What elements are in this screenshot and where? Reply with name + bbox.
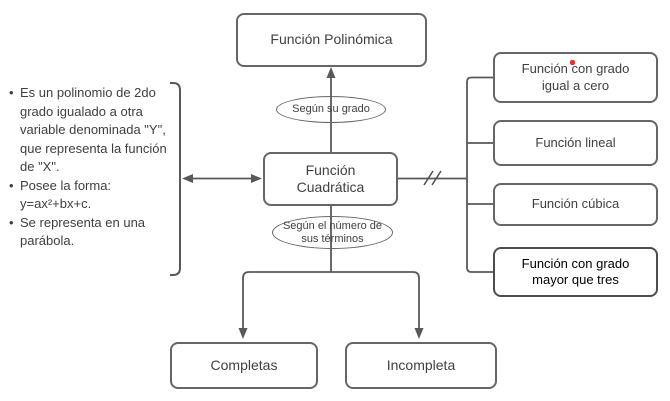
node-grado-mayor-tres[interactable]: Función con grado mayor que tres bbox=[493, 247, 658, 297]
edge-label-text: Según el número de sus términos bbox=[282, 219, 383, 245]
node-label: Función cúbica bbox=[531, 196, 620, 212]
edge-label-segun-su-grado[interactable]: Según su grado bbox=[276, 96, 386, 123]
node-completas[interactable]: Completas bbox=[170, 342, 318, 389]
node-label: Función con grado mayor que tres bbox=[521, 255, 630, 287]
red-cursor-marker-icon bbox=[570, 60, 575, 65]
arrowhead-up-icon bbox=[326, 67, 336, 78]
definition-notes-list: Es un polinomio de 2do grado igualado a … bbox=[8, 84, 172, 251]
note-item: Es un polinomio de 2do grado igualado a … bbox=[8, 84, 172, 177]
tree-trunk bbox=[466, 76, 493, 273]
node-funcion-cuadratica[interactable]: Función Cuadrática bbox=[263, 152, 398, 206]
break-marks-icon bbox=[423, 170, 442, 186]
note-item: Posee la forma: y=ax²+bx+c. bbox=[8, 177, 172, 214]
node-label: Función Polinómica bbox=[270, 31, 393, 48]
arrowhead-down-completas-icon bbox=[238, 328, 248, 339]
notes-bracket bbox=[170, 82, 181, 276]
node-funcion-lineal[interactable]: Función lineal bbox=[493, 120, 658, 166]
node-label: Función lineal bbox=[535, 134, 616, 150]
node-grado-igual-cero[interactable]: Función con grado igual a cero bbox=[493, 52, 658, 103]
definition-notes: Es un polinomio de 2do grado igualado a … bbox=[8, 84, 172, 251]
node-incompleta[interactable]: Incompleta bbox=[345, 342, 497, 389]
node-label: Incompleta bbox=[386, 356, 456, 373]
node-label: Función con grado igual a cero bbox=[521, 61, 630, 93]
edge-bottom-split bbox=[242, 271, 420, 330]
edge-label-segun-terminos[interactable]: Según el número de sus términos bbox=[272, 216, 393, 249]
arrowhead-down-incompleta-icon bbox=[414, 328, 424, 339]
node-label: Función Cuadrática bbox=[296, 161, 365, 196]
node-funcion-polinomica[interactable]: Función Polinómica bbox=[236, 13, 427, 67]
arrowhead-right-icon bbox=[251, 174, 262, 183]
note-item: Se representa en una parábola. bbox=[8, 214, 172, 251]
edge-label-text: Según su grado bbox=[292, 103, 370, 116]
node-funcion-cubica[interactable]: Función cúbica bbox=[493, 183, 658, 226]
arrowhead-left-icon bbox=[182, 174, 193, 183]
node-label: Completas bbox=[210, 356, 278, 373]
